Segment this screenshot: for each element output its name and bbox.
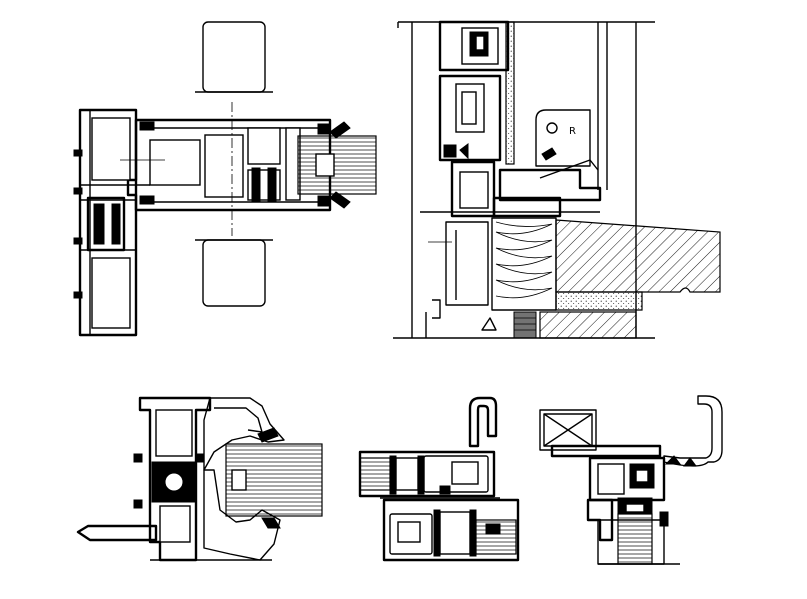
detail-2-seal-strip xyxy=(505,21,515,165)
detail-1-insulated-glass xyxy=(297,135,377,195)
detail-2-mortar-bed xyxy=(555,291,643,311)
detail-4-stacked-profiles xyxy=(358,396,520,562)
detail-2-insulation xyxy=(491,217,557,311)
detail-5-handle xyxy=(663,395,723,467)
detail-2-masonry xyxy=(539,311,637,339)
detail-1-sash-profile xyxy=(134,118,332,212)
detail-3-frame-sash-section xyxy=(76,396,323,562)
detail-2-sill-wall-section: R xyxy=(393,20,721,339)
detail-4-lower-sash xyxy=(382,498,520,562)
detail-3-flashing xyxy=(76,524,158,542)
detail-2-profile-mark: R xyxy=(569,126,576,137)
detail-1-mullion-section xyxy=(73,21,377,337)
detail-5-jamb-profile xyxy=(588,456,666,502)
detail-1-glass-bottom xyxy=(202,239,266,307)
detail-2-stone-sill xyxy=(555,219,721,293)
detail-5-jamb-section xyxy=(539,395,723,565)
detail-2-sill-bracket xyxy=(535,109,591,167)
detail-5-subframe-box xyxy=(539,409,597,451)
detail-1-glass-top xyxy=(202,21,266,93)
detail-4-hook-profile xyxy=(468,396,498,448)
